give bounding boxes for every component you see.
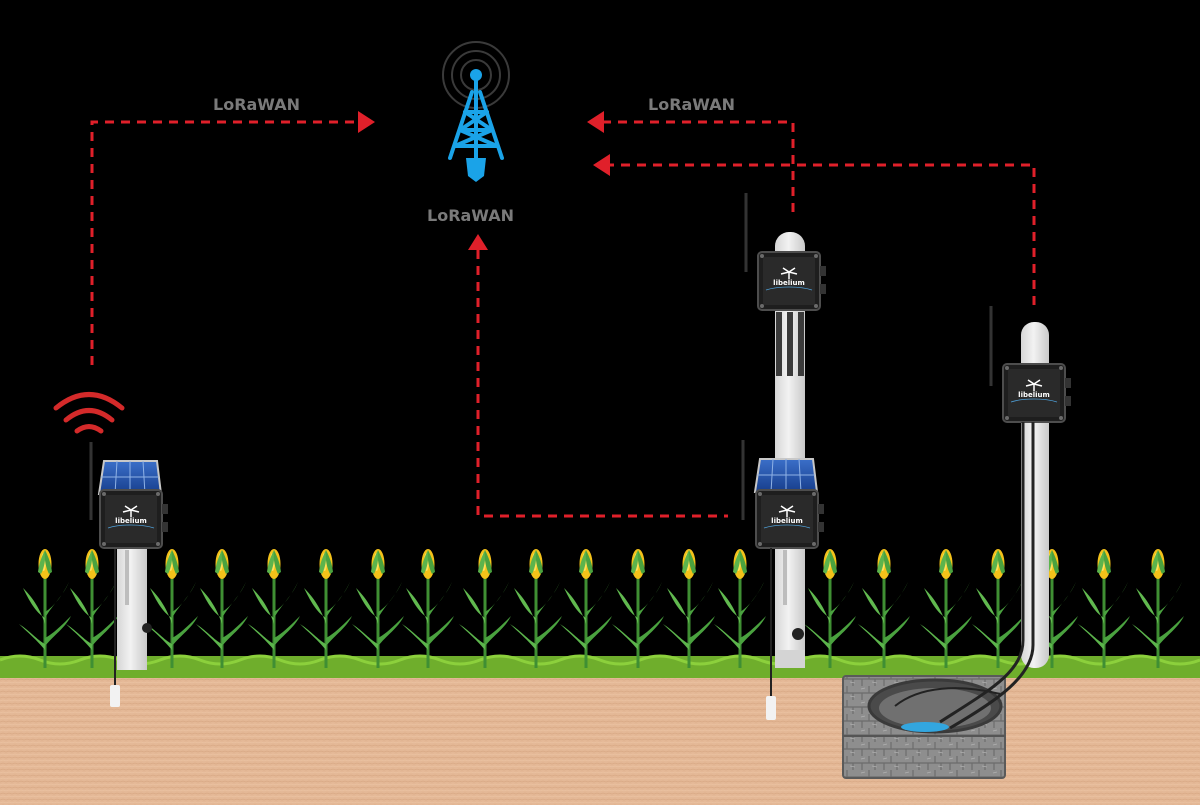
grass-strip xyxy=(0,656,1200,678)
sensor-node-right: libelium xyxy=(894,306,1072,730)
node-brand: libelium xyxy=(115,517,147,525)
lorawan-label-middle: LoRaWAN xyxy=(427,206,515,225)
arrowhead-right-top xyxy=(587,111,604,133)
solar-panel-icon xyxy=(753,458,819,493)
grass-edge xyxy=(0,654,1200,666)
lorawan-label-left: LoRaWAN xyxy=(213,95,301,114)
arrowhead-left xyxy=(358,111,375,133)
lorawan-label-right: LoRaWAN xyxy=(648,95,736,114)
arrowhead-middle xyxy=(468,234,488,250)
soil xyxy=(0,676,1200,805)
link-arrowheads xyxy=(358,111,610,250)
node-brand: libelium xyxy=(1018,391,1050,399)
wifi-signal-icon xyxy=(53,392,125,434)
link-right-bottom xyxy=(610,163,1036,305)
arrowhead-right-bottom xyxy=(593,154,610,176)
corn-field xyxy=(17,547,1186,670)
sensor-node-middle: libelium libelium xyxy=(741,193,827,720)
node-brand: libelium xyxy=(771,517,803,525)
link-left xyxy=(90,120,358,365)
gateway-tower-icon xyxy=(442,41,510,182)
link-right-top xyxy=(604,120,795,212)
sensor-node-left: libelium xyxy=(89,442,169,707)
link-middle xyxy=(476,250,728,518)
node-brand: libelium xyxy=(773,279,805,287)
lorawan-links xyxy=(90,120,1036,518)
